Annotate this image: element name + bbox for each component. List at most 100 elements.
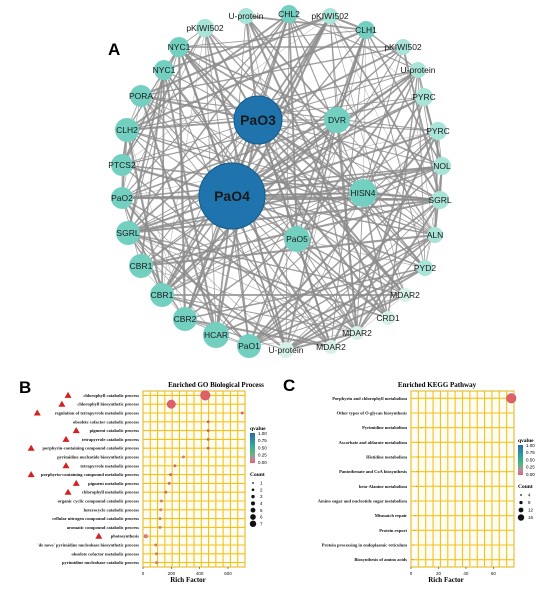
go-dot (158, 517, 162, 520)
network-node: CBR1 (129, 254, 153, 278)
network-node-label: pKIWI502 (311, 11, 349, 21)
go-term-label: obsolete cofactor metabolic process (72, 551, 140, 556)
network-node: CRD1 (376, 311, 400, 325)
network-node: MDAR2 (390, 288, 420, 302)
kegg-term-label: Pyrimidine metabolism (362, 425, 407, 430)
network-node: PaO5 (284, 226, 310, 252)
network-node-label: SGRL (116, 228, 139, 238)
network-node-circle (395, 39, 411, 55)
network-edge (184, 318, 332, 348)
network-node-label: CHL2 (278, 9, 300, 19)
network-edge (248, 234, 436, 347)
go-qvalue-legend-value: 0.50 (258, 445, 267, 450)
network-edge (127, 232, 217, 336)
network-edge (285, 234, 436, 351)
network-node-label: NYC1 (153, 65, 176, 75)
kegg-count-legend-value: 4 (528, 493, 531, 498)
go-dot (206, 429, 210, 432)
network-edges (120, 13, 444, 351)
warning-triangle-icon (72, 427, 80, 434)
network-node: pKIWI502 (384, 39, 422, 55)
network-edge (285, 294, 406, 351)
panel-b-letter: B (19, 378, 31, 397)
network-edge (121, 197, 441, 201)
go-dot (155, 561, 158, 564)
network-edge (127, 232, 186, 320)
network-node-circle (150, 283, 174, 307)
go-qvalue-legend-title: qvalue (250, 426, 266, 432)
network-node: CLH2 (115, 118, 139, 142)
go-term-label: porphyrin-containing compound metabolic … (41, 472, 139, 477)
go-count-legend-dot (249, 520, 257, 527)
network-edge (127, 96, 425, 234)
network-node-circle (431, 191, 449, 209)
network-node: PYRC (412, 88, 436, 106)
network-node-label: PTCS2 (108, 160, 136, 170)
go-dot (200, 390, 211, 401)
go-dot (164, 490, 168, 494)
network-node-circle (324, 340, 338, 354)
network-node-circle (238, 8, 254, 24)
network-edge (248, 199, 441, 347)
network-edge (257, 119, 436, 236)
network-edge (356, 294, 406, 334)
network-node-label: SGRL (428, 195, 451, 205)
network-node-label: PaO2 (111, 193, 133, 203)
network-edge (178, 46, 406, 296)
kegg-x-axis-label: Rich Factor (428, 576, 464, 584)
go-term-label: obsolete cofactor catabolic process (73, 419, 139, 424)
network-edge (257, 119, 358, 334)
warning-triangle-icon (27, 444, 35, 451)
go-count-legend-value: 3 (260, 494, 263, 499)
go-term-label: photosynthesis (111, 534, 140, 539)
network-edge (127, 232, 406, 296)
go-x-tick-label: 0 (142, 571, 145, 576)
go-qvalue-legend-value: 0.00 (258, 460, 267, 465)
go-count-legend-value: 5 (260, 508, 263, 513)
network-node: pKIWI502 (186, 19, 224, 37)
go-qvalue-legend-value: 1.00 (258, 431, 267, 436)
kegg-term-label: Other types of O-glycan biosynthesis (337, 411, 408, 416)
network-node: SGRL (428, 191, 452, 209)
network-node-label: PaO1 (238, 341, 260, 351)
go-dot (206, 420, 210, 424)
go-dots (143, 390, 244, 564)
network-node-label: PYD2 (414, 263, 436, 273)
network-edge (125, 129, 164, 296)
network-node-label: MDAR2 (342, 328, 372, 338)
go-term-label: pigment catabolic process (90, 428, 140, 433)
network-node-circle (324, 107, 350, 133)
network-node-circle (381, 311, 395, 325)
network-edge (121, 197, 250, 347)
network-edge (127, 232, 287, 351)
go-term-label: pyrimidine nucleobase catabolic process (62, 560, 139, 565)
network-node-label: PaO5 (286, 234, 308, 244)
kegg-dot (413, 529, 415, 531)
kegg-plot-area (410, 390, 515, 568)
go-dot (240, 411, 244, 415)
kegg-term-label: Histidine metabolism (366, 455, 407, 460)
kegg-term-label: beta-Alanine metabolism (359, 484, 407, 489)
kegg-count-legend-title: Count (518, 484, 533, 490)
network-node-circle (415, 88, 433, 106)
go-term-label: aromatic compound catabolic process (67, 525, 139, 530)
network-edge (296, 69, 419, 240)
network-edge (356, 96, 425, 334)
network-node: NOL (433, 157, 451, 175)
network-node: PYD2 (414, 260, 436, 276)
network-edge (121, 69, 165, 166)
go-dot (173, 464, 177, 468)
go-term-label: pigment metabolic process (88, 481, 139, 486)
network-edge (161, 15, 331, 296)
kegg-dot (418, 441, 420, 443)
network-edge (140, 265, 358, 334)
network-node-circle (349, 179, 377, 207)
go-term-label: tetrapyrrole catabolic process (82, 437, 139, 442)
network-edge (140, 192, 364, 267)
network-node-label: CLH2 (116, 125, 138, 135)
network-node-circle (357, 21, 375, 39)
kegg-term-label: Amino sugar and nucleotide sugar metabol… (318, 499, 407, 504)
